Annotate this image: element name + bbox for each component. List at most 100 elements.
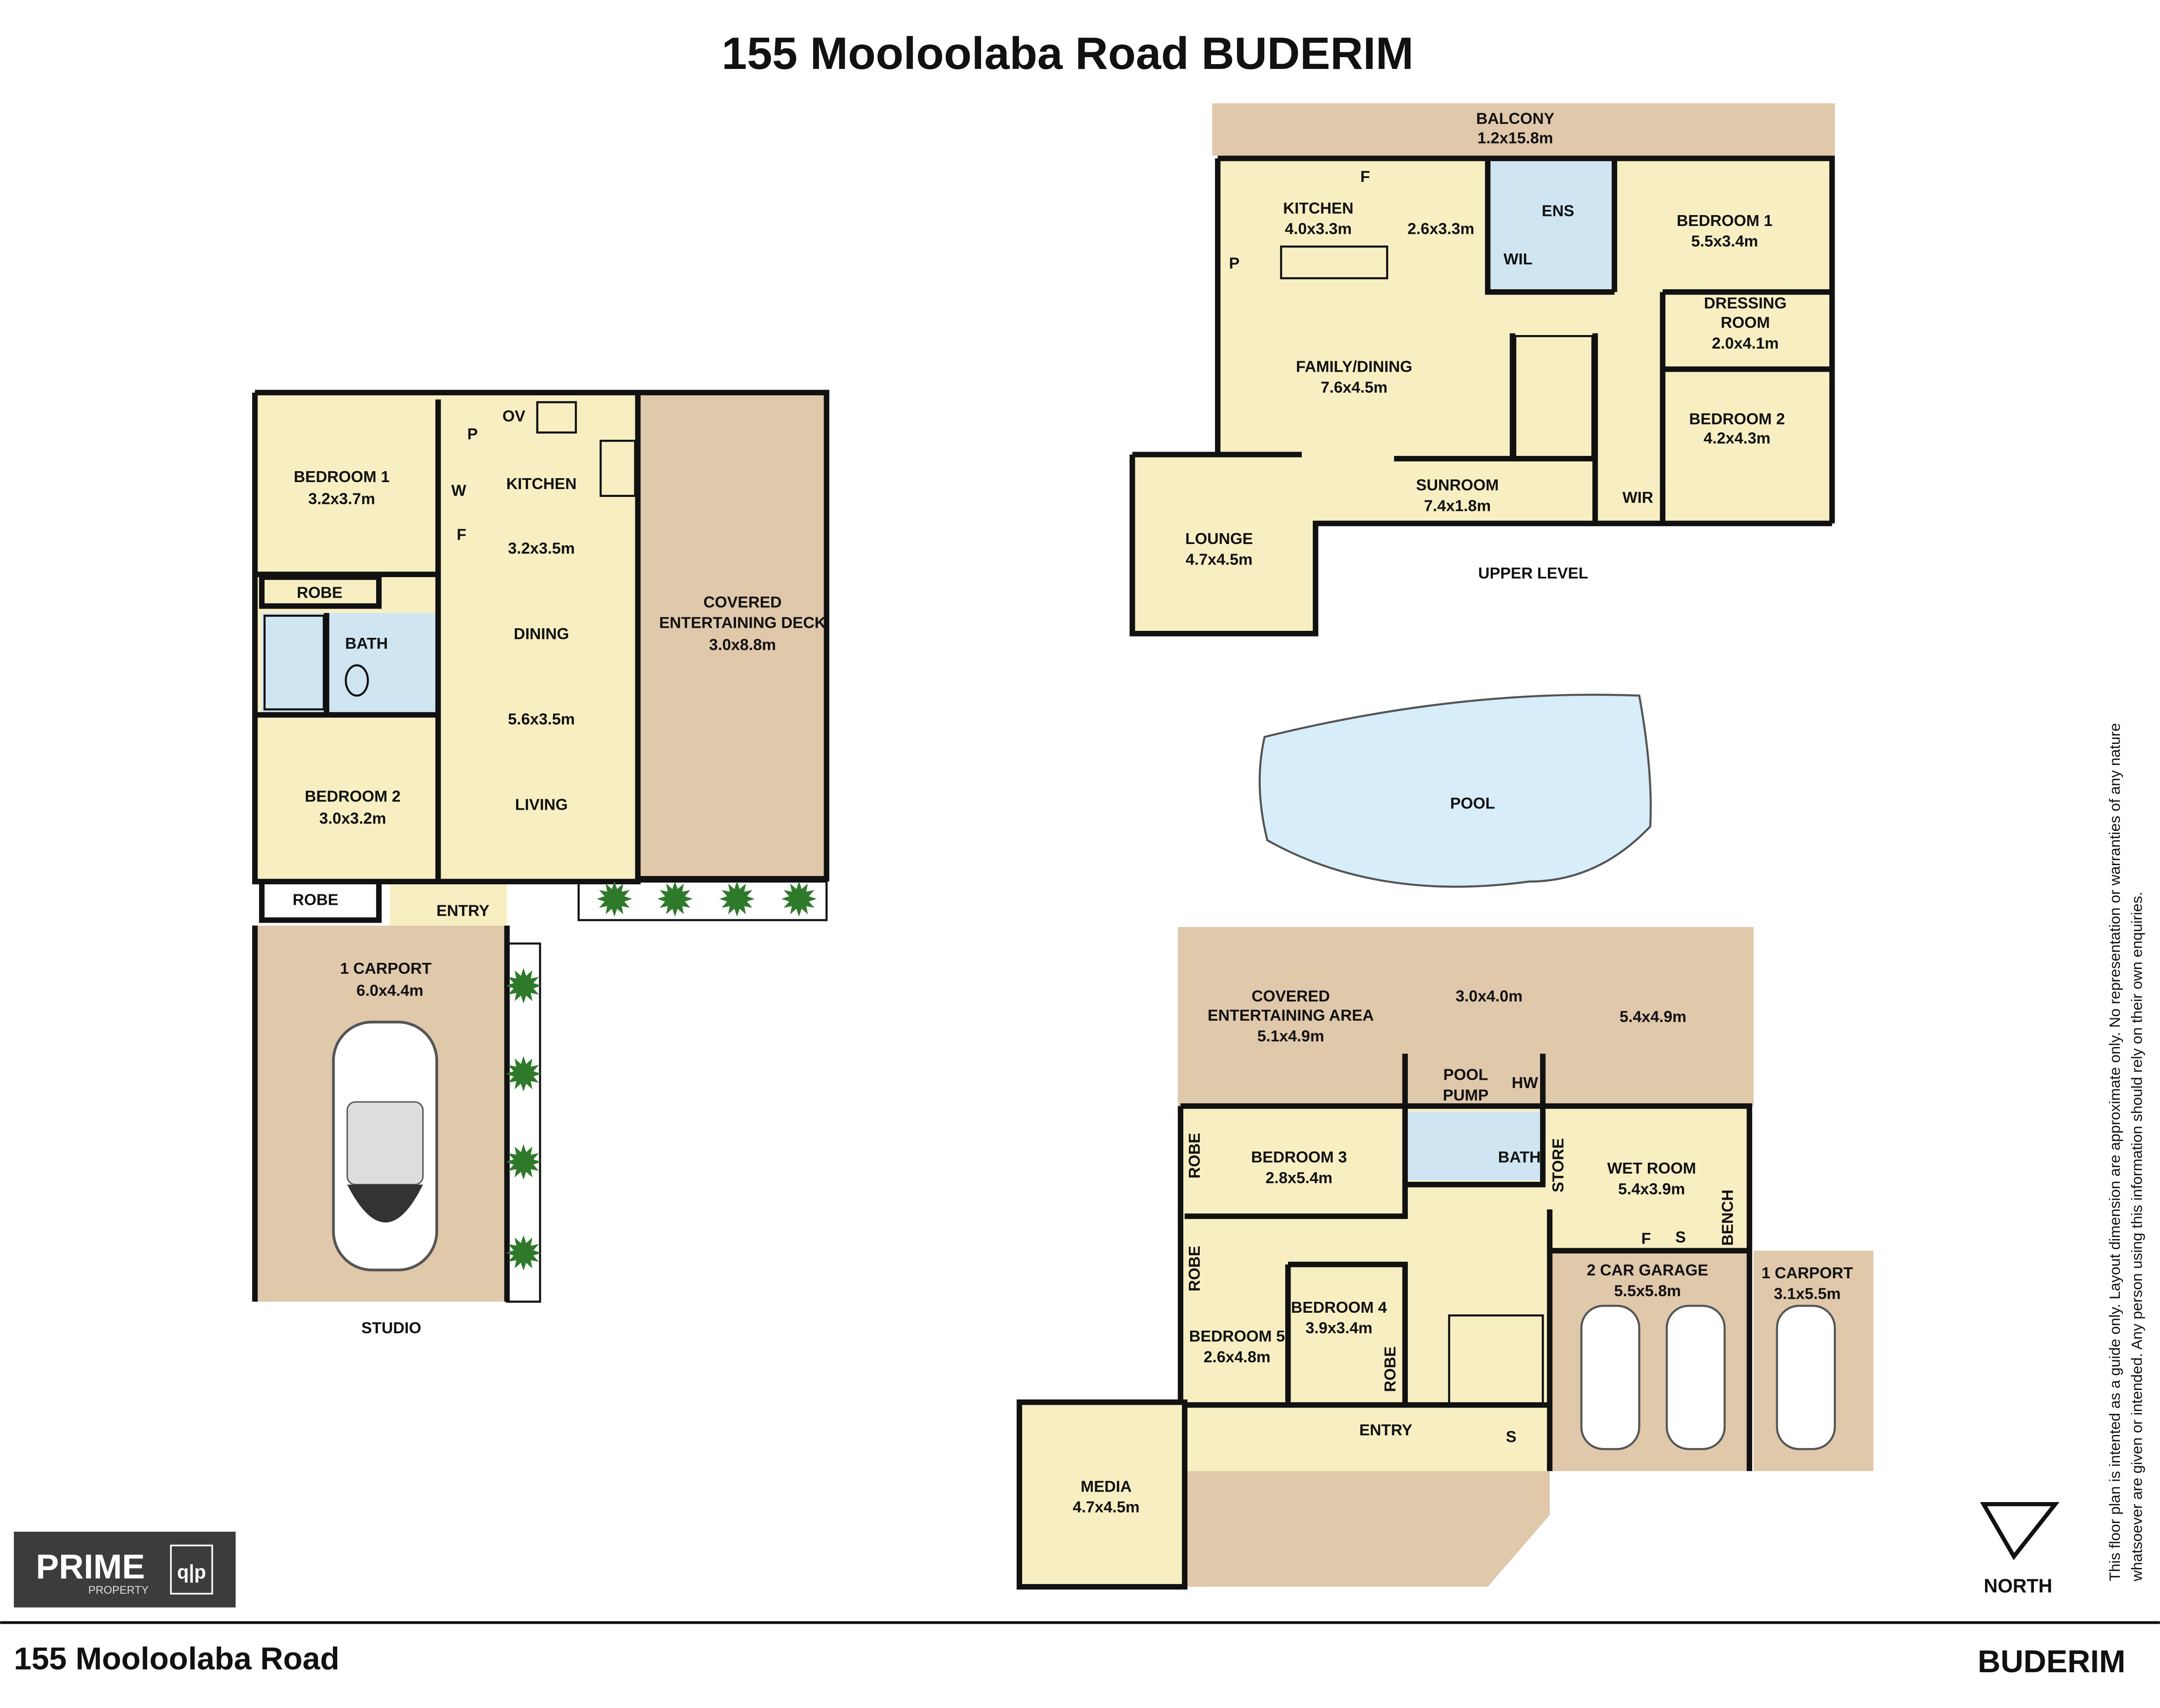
logo-brand: PRIME [36,1547,145,1586]
covered-deck [638,392,827,879]
studio-room-label: OV [503,407,525,425]
upper-room-label: 4.7x4.5m [1186,550,1253,568]
studio-room-label: ENTERTAINING DECK [659,614,826,632]
studio-room-label: 6.0x4.4m [356,982,423,999]
upper-room-label: 1.2x15.8m [1477,129,1553,147]
disclaimer-line-2: whatsoever are given or intended. Any pe… [2129,892,2146,1582]
car-icon [1580,1304,1640,1450]
lower-room-label: ROBE [1381,1346,1399,1392]
logo-sub: PROPERTY [88,1584,149,1596]
footer-address: 155 Mooloolaba Road [14,1641,339,1677]
studio-room-label: 1 CARPORT [340,959,431,977]
upper-room-label: WIR [1623,488,1653,506]
studio-plan: ✹✹✹✹✹✹✹✹ [252,390,829,1303]
palm-plant-icon: ✹ [504,1227,543,1281]
lower-level-plan [1017,927,1874,1590]
bath-tiles [262,613,438,712]
stairs-icon [1448,1314,1544,1406]
bath-tiles [1405,1111,1543,1181]
lower-room-label: 3.0x4.0m [1456,987,1523,1005]
lower-room-label: ENTRY [1359,1421,1413,1439]
north-label: NORTH [1984,1575,2052,1597]
lower-room-label: 2.6x4.8m [1204,1348,1270,1366]
palm-plant-icon: ✹ [504,959,543,1014]
lower-room-label: ROBE [1185,1246,1203,1291]
lower-room-label: 4.7x4.5m [1073,1498,1140,1516]
upper-room-label: ROOM [1721,313,1770,331]
palm-plant-icon: ✹ [779,873,818,928]
studio-room-label: KITCHEN [506,475,576,493]
pool [1258,694,1652,888]
lower-room-label: COVERED [1252,987,1330,1005]
north-arrow-icon [1980,1502,2060,1561]
studio-room-label: 3.0x8.8m [709,636,776,654]
studio-room-label: BATH [345,634,388,652]
upper-room-label: ENS [1542,202,1575,220]
palm-plant-icon: ✹ [655,873,695,928]
studio-room-label: ENTRY [436,902,490,920]
car-icon [1776,1304,1836,1450]
cooktop-icon [536,401,577,434]
upper-room-label: 7.4x1.8m [1424,496,1491,514]
upper-room-label: BALCONY [1476,110,1554,127]
studio-room-label: 5.6x3.5m [508,710,575,728]
studio-room-label: W [451,482,466,500]
lower-room-label: ROBE [1185,1133,1203,1179]
lower-room-label: 1 CARPORT [1762,1264,1853,1282]
plants: ✹✹✹✹✹✹✹✹ [504,873,818,1281]
car-icon [1666,1304,1726,1450]
upper-room-label: LOUNGE [1185,530,1253,548]
studio-room-label: 3.2x3.5m [508,539,575,557]
lower-room-label: POOL [1443,1065,1488,1083]
media-room [1019,1402,1185,1587]
lower-room-label: 5.4x4.9m [1619,1008,1686,1026]
upper-room-label: 4.0x3.3m [1285,220,1352,238]
lower-room-label: ENTERTAINING AREA [1208,1006,1374,1024]
lower-room-label: BEDROOM 3 [1251,1148,1347,1166]
lounge-area [1132,454,1316,634]
studio-room-label: 3.2x3.7m [308,490,375,508]
lower-room-label: BATH [1498,1148,1541,1166]
studio-room-label: ROBE [297,583,342,601]
stairs-icon [1514,335,1594,459]
studio-room-label: P [467,425,478,443]
logo-mark: q|p [177,1561,206,1583]
lower-room-label: 3.1x5.5m [1774,1284,1841,1302]
studio-room-label: COVERED [703,593,782,611]
palm-plant-icon: ✹ [717,873,757,928]
upper-room-label: 5.5x3.4m [1691,232,1758,250]
upper-room-label: UPPER LEVEL [1478,564,1588,582]
car-icon [332,1020,438,1272]
lower-room-label: 5.4x3.9m [1618,1180,1685,1198]
upper-level-plan [1130,103,1835,637]
lower-room-label: BEDROOM 4 [1291,1298,1387,1316]
kitchen-island [1280,245,1388,280]
toilet-icon [345,664,369,697]
studio-room-label: 3.0x3.2m [319,809,386,827]
lower-room-label: F [1641,1229,1651,1247]
upper-room-label: 2.6x3.3m [1407,220,1474,238]
lower-room-label: S [1506,1428,1516,1446]
lower-room-label: 5.5x5.8m [1614,1282,1681,1300]
upper-room-label: DRESSING [1704,294,1787,312]
lower-room-label: 5.1x4.9m [1257,1027,1324,1045]
lower-room-label: S [1675,1228,1686,1246]
pool-room-label: POOL [1450,794,1495,812]
lower-room-label: BENCH [1718,1189,1736,1246]
studio-room-label: F [457,526,466,544]
planter-strip-side [506,942,541,1303]
disclaimer-line-1: This floor plan is intented as a guide o… [2107,723,2123,1581]
upper-room-label: FAMILY/DINING [1296,357,1412,375]
upper-room-label: P [1229,254,1239,272]
garage-cars [1580,1304,1836,1450]
entry-area [390,884,507,926]
shower-icon [264,614,325,711]
lower-room-label: 2.8x5.4m [1266,1169,1332,1187]
upper-room-label: BEDROOM 2 [1689,410,1785,428]
lower-room-label: 3.9x3.4m [1305,1319,1372,1337]
logo: PRIME PROPERTY q|p [14,1531,236,1608]
studio-room-label: STUDIO [361,1319,421,1337]
studio-room-label: ROBE [293,890,339,908]
studio-room-label: BEDROOM 2 [305,787,401,805]
planter-strip [577,880,828,921]
